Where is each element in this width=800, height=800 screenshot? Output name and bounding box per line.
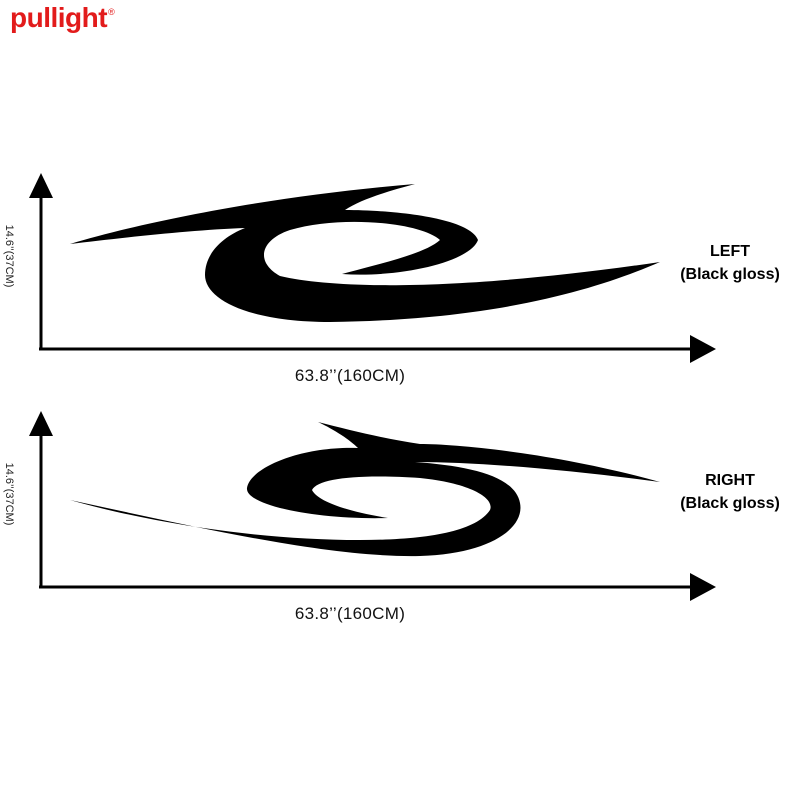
left-width-arrow-icon [690,335,716,363]
right-swirl-decal [70,422,660,557]
brand-logo: pullight® [10,1,115,41]
right-width-label: 63.8’’(160CM) [294,604,406,623]
right-width-arrow-icon [690,573,716,601]
brand-name: pullight [10,2,108,33]
left-height-label: 14.6’’(37CM) [3,224,15,288]
right-dimension-diagram [29,411,716,601]
left-dimension-diagram [29,173,716,363]
right-decal-panel: 14.6’’(37CM) 63.8’’(160CM) RIGHT (Black … [0,408,800,638]
left-height-arrow-icon [29,173,53,198]
left-finish-label: (Black gloss) [680,266,780,283]
registered-mark: ® [108,7,115,17]
left-swirl-decal [70,184,660,322]
left-decal-panel: 14.6’’(37CM) 63.8’’(160CM) LEFT (Black g… [0,170,800,400]
left-side-label: LEFT [710,243,750,260]
right-height-arrow-icon [29,411,53,436]
left-width-label: 63.8’’(160CM) [294,366,406,385]
right-side-label: RIGHT [705,472,755,489]
right-finish-label: (Black gloss) [680,495,780,512]
right-side-title: RIGHT (Black gloss) [660,469,800,515]
left-side-title: LEFT (Black gloss) [660,240,800,286]
right-height-label: 14.6’’(37CM) [3,462,15,526]
